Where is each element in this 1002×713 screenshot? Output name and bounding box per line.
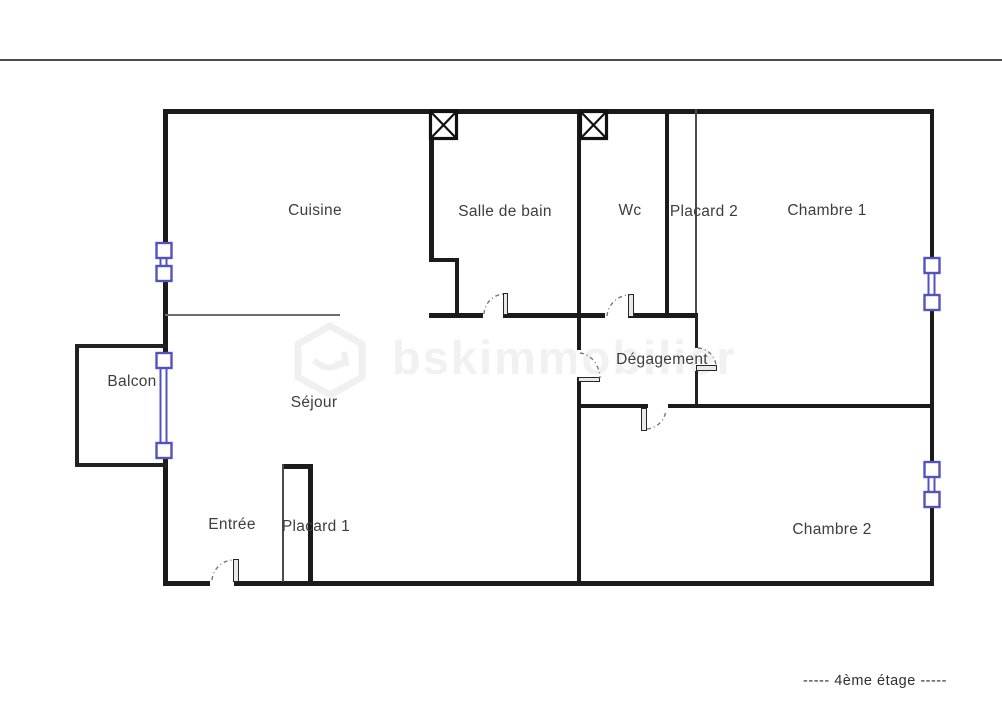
- chambre2-window-opening: [929, 463, 935, 506]
- chambre1-door-arc: [697, 347, 717, 367]
- chambre1-window-opening: [929, 259, 935, 309]
- chambre1-door-leaf: [696, 365, 717, 371]
- window-icon-balcon: [155, 351, 173, 460]
- entree-door-opening: [210, 580, 234, 587]
- wall-sdb-left-upper: [429, 109, 434, 262]
- chambre2-door-leaf: [641, 408, 647, 431]
- placard1-wall-right: [308, 464, 313, 582]
- cuisine-sejour-divider: [165, 314, 340, 316]
- sejour-door-leaf: [578, 376, 600, 383]
- watermark-arrow: [311, 351, 350, 371]
- room-label-cuisine: Cuisine: [288, 202, 342, 219]
- wall-outer-bottom: [163, 581, 934, 586]
- watermark-text: bskimmobilier: [392, 331, 737, 384]
- wall-outer-right: [929, 109, 934, 585]
- room-label-degagement: Dégagement: [616, 351, 708, 368]
- entree-door-arc: [211, 559, 235, 581]
- wc-door-opening: [605, 312, 628, 319]
- window-icon-sejour: [155, 241, 173, 283]
- wc-door-arc: [606, 294, 631, 317]
- floor-level-label: ----- 4ème étage -----: [803, 673, 947, 689]
- wall-outer-top: [163, 109, 934, 114]
- room-label-chambre2: Chambre 2: [792, 521, 872, 538]
- wall-sejour-east: [576, 317, 581, 585]
- window-icon-chambre1: [923, 256, 941, 312]
- room-label-entree: Entrée: [208, 516, 256, 533]
- wall-degagement-chambre1-lower: [694, 371, 698, 405]
- wall-placard2-front: [695, 109, 697, 313]
- balcon-wall-bottom: [75, 463, 167, 467]
- wall-sdb-wc-bottom: [429, 313, 697, 318]
- window-icon-chambre2: [923, 460, 941, 509]
- entree-door-leaf: [233, 559, 239, 582]
- vent-icon-wc: [578, 109, 609, 141]
- wall-sdb-left-lower: [454, 257, 459, 318]
- wall-chambre2-north: [577, 403, 934, 408]
- page-top-rule: [0, 59, 1002, 61]
- room-label-wc: Wc: [618, 202, 642, 219]
- room-label-sejour: Séjour: [290, 394, 338, 411]
- room-label-salle-de-bain: Salle de bain: [458, 203, 552, 220]
- chambre2-door-arc: [646, 409, 667, 430]
- watermark-hexagon: [294, 321, 366, 400]
- wall-sdb-notch: [429, 257, 459, 262]
- room-label-placard2: Placard 2: [669, 203, 739, 220]
- sdb-door-opening: [483, 312, 503, 319]
- sdb-door-leaf: [502, 293, 508, 315]
- sdb-door-arc: [483, 293, 505, 315]
- vent-icon-sdb: [428, 109, 459, 141]
- wall-wc-placard2-divider: [665, 109, 669, 315]
- balcon-wall-left: [75, 344, 79, 467]
- room-label-balcon: Balcon: [107, 373, 157, 390]
- chambre2-door-opening: [647, 402, 668, 409]
- room-label-chambre1: Chambre 1: [787, 202, 867, 219]
- sejour-door-arc: [579, 352, 601, 379]
- wall-sdb-wc-divider: [576, 109, 581, 317]
- placard1-wall-top: [282, 464, 313, 469]
- wall-degagement-chambre1-upper: [694, 313, 698, 348]
- sejour-door-opening: [575, 350, 582, 377]
- balcon-wall-top: [75, 344, 167, 348]
- placard1-wall-left: [282, 464, 284, 582]
- wc-door-leaf: [628, 294, 634, 317]
- room-label-placard1: Placard 1: [281, 518, 351, 535]
